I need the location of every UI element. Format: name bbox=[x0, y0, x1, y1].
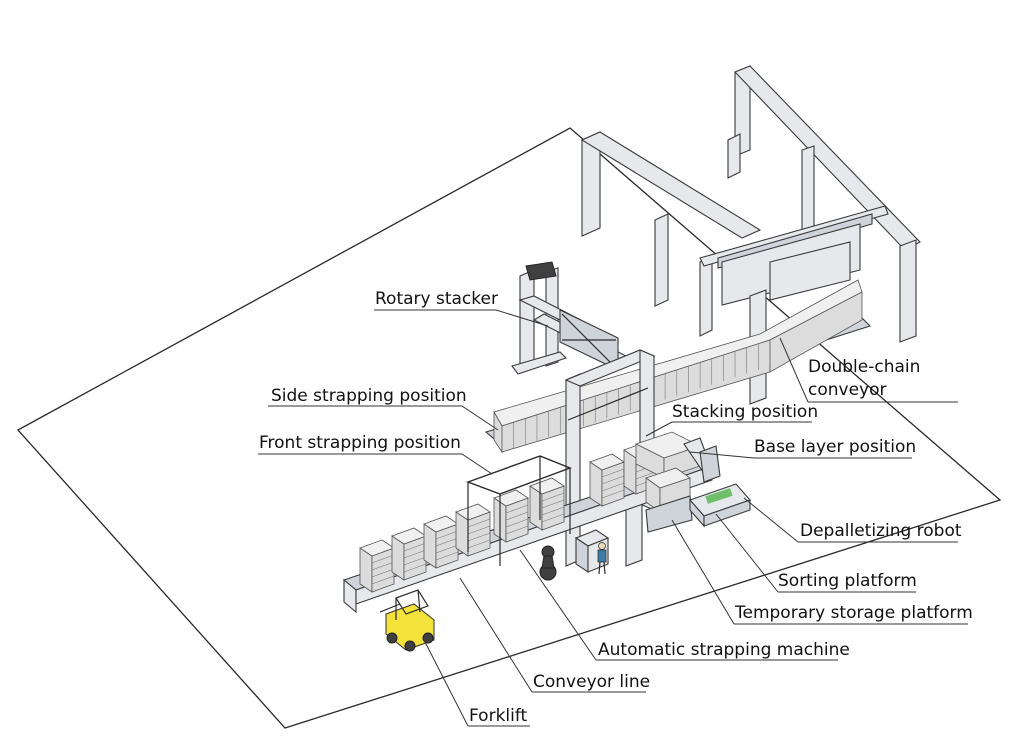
label-temporary-storage-platform: Temporary storage platform bbox=[734, 603, 973, 623]
floor-outline bbox=[16, 127, 1002, 729]
sorting-platform bbox=[689, 483, 751, 528]
label-double-chain: Double-chain bbox=[808, 357, 920, 377]
label-conveyor-line: Conveyor line bbox=[533, 672, 650, 692]
rotary-stacker bbox=[511, 261, 627, 375]
label-rotary-stacker: Rotary stacker bbox=[375, 289, 498, 309]
label-forklift: Forklift bbox=[469, 706, 528, 726]
forklift bbox=[379, 589, 435, 652]
label-stacking-position: Stacking position bbox=[672, 402, 818, 422]
leader-lines bbox=[258, 309, 968, 727]
operator bbox=[597, 542, 607, 575]
label-sorting-platform: Sorting platform bbox=[778, 571, 917, 591]
brick-packs bbox=[359, 441, 659, 593]
label-depalletizing-robot: Depalletizing robot bbox=[800, 521, 962, 541]
label-side-strapping-position: Side strapping position bbox=[271, 386, 467, 406]
label-conveyor: conveyor bbox=[808, 380, 887, 400]
label-automatic-strapping-machine: Automatic strapping machine bbox=[598, 640, 850, 660]
front-strapping-frame bbox=[465, 455, 572, 566]
robot-accent bbox=[705, 488, 733, 504]
label-base-layer-position: Base layer position bbox=[754, 437, 916, 457]
temporary-storage-platform bbox=[645, 467, 693, 533]
gantry-frame bbox=[580, 65, 921, 405]
label-front-strapping-position: Front strapping position bbox=[259, 433, 461, 453]
